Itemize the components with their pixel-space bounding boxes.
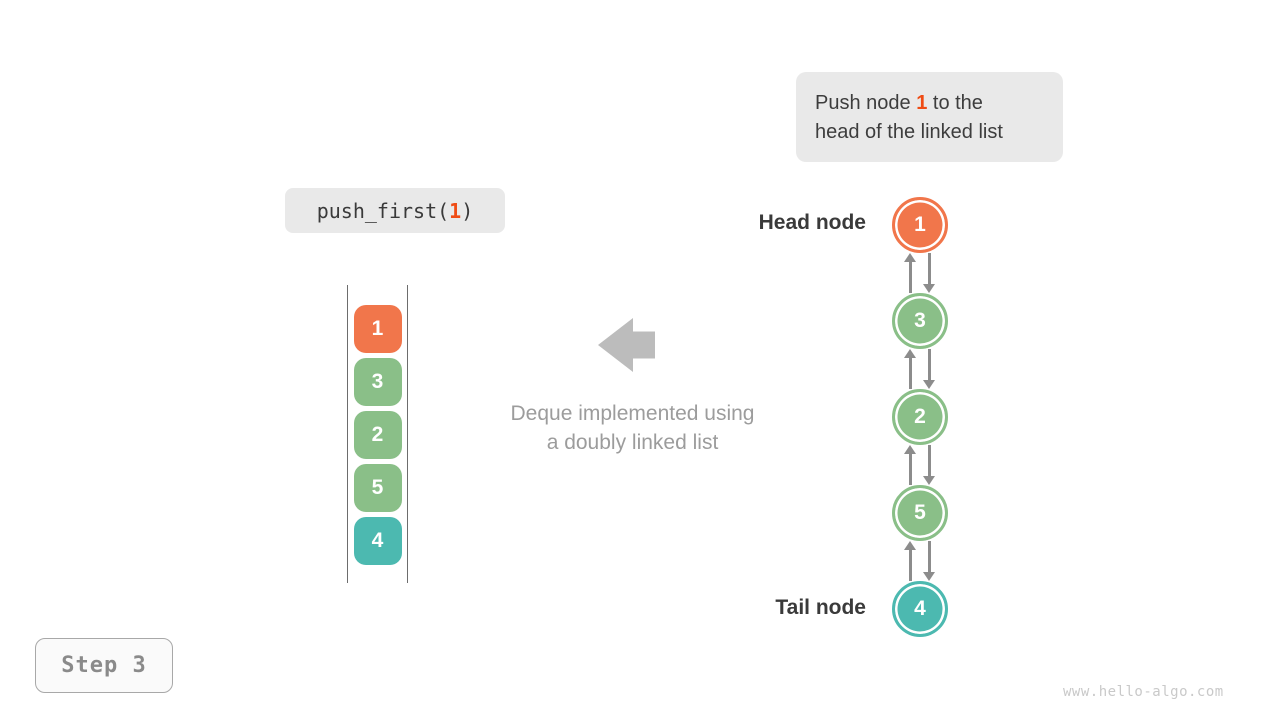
caption-line1: Deque implemented using [510,402,755,425]
deque-item-0: 1 [353,305,402,353]
link-arrows-3-2 [902,349,938,389]
up-arrow-icon [904,541,917,581]
left-arrow-icon [598,318,655,372]
caption-line2: a doubly linked list [546,431,719,454]
deque-item-1: 3 [353,358,402,406]
down-arrow-icon [923,253,936,293]
callout-push-node: Push node 1 to the head of the linked li… [796,72,1063,162]
callout-line2: head of the linked list [815,121,1003,143]
head-node-label: Head node [758,211,866,234]
list-node-4: 4 [892,581,948,637]
code-push-first: push_first(1) [285,188,505,233]
link-arrows-2-5 [902,445,938,485]
step-badge: Step 3 [35,638,173,693]
up-arrow-icon [904,445,917,485]
link-arrows-5-4 [902,541,938,581]
callout-line1-prefix: Push node [815,92,917,114]
callout-line1: Push node 1 to the [815,89,1045,118]
down-arrow-icon [923,349,936,389]
tail-node-label: Tail node [775,596,866,619]
callout-highlight-value: 1 [916,92,928,114]
up-arrow-icon [904,253,917,293]
deque-item-4: 4 [353,517,402,565]
deque-item-3: 5 [353,464,402,512]
down-arrow-icon [923,445,936,485]
list-node-2: 2 [892,389,948,445]
list-node-3: 3 [892,293,948,349]
code-suffix: ) [461,198,474,223]
deque-item-2: 2 [353,411,402,459]
code-arg: 1 [449,198,462,223]
list-node-1: 1 [892,197,948,253]
watermark-text: www.hello-algo.com [1063,684,1224,700]
code-prefix: push_first( [316,198,450,223]
list-node-5: 5 [892,485,948,541]
callout-line1-suffix: to the [927,92,983,114]
down-arrow-icon [923,541,936,581]
deque-array-view: 1 3 2 5 4 [347,285,408,583]
diagram-caption: Deque implemented using a doubly linked … [460,399,805,457]
up-arrow-icon [904,349,917,389]
link-arrows-1-3 [902,253,938,293]
